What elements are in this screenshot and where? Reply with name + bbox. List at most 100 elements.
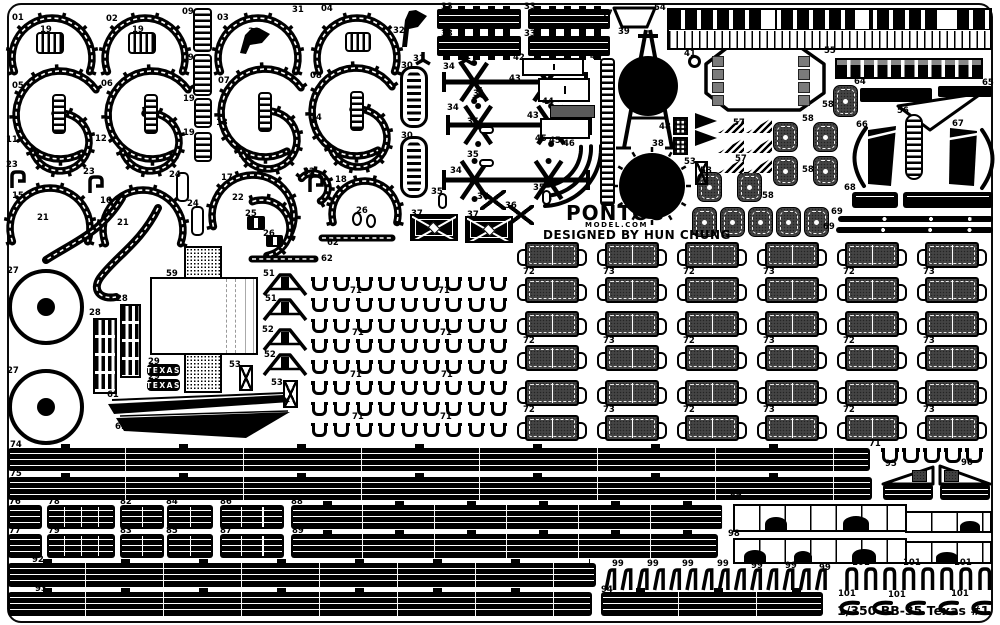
pe-part <box>5 240 11 246</box>
part-number-label: 43 <box>527 111 539 121</box>
grating-pad-58 <box>804 207 829 237</box>
part-number-label: 30 <box>401 61 413 71</box>
u-chock-71 <box>467 339 485 354</box>
vline <box>552 314 554 334</box>
clampslot <box>272 237 277 245</box>
vline <box>712 348 714 368</box>
raft-container-72-73 <box>517 311 587 337</box>
part-number-label: 76 <box>9 497 21 507</box>
part-number-label: 23 <box>83 167 95 177</box>
clamp <box>266 235 283 247</box>
part-number-label: 38 <box>652 139 664 149</box>
hbody <box>845 345 899 371</box>
vline <box>552 280 554 300</box>
part-number-label: 58 <box>822 100 834 110</box>
pe-part <box>219 88 225 94</box>
part-number-label: 85 <box>166 526 178 536</box>
part-number-label: 72 <box>843 405 855 415</box>
pe-part <box>281 357 289 369</box>
railing-block-h3 <box>8 534 42 558</box>
part-number-label: 79 <box>48 526 60 536</box>
vline <box>552 348 554 368</box>
u-chock-71 <box>423 297 440 312</box>
pe-part <box>618 56 678 116</box>
pe-part <box>206 203 211 208</box>
raft-container-72-73 <box>757 277 827 303</box>
pe-part <box>289 160 295 167</box>
pe-part <box>636 568 649 591</box>
pe-part <box>782 568 795 591</box>
hline <box>439 41 519 43</box>
part <box>291 534 718 558</box>
u-chock-71 <box>378 297 396 312</box>
braced-frame-53 <box>283 380 298 408</box>
part-number-label: 69 <box>831 207 843 217</box>
part-number-label: 35 <box>533 183 545 193</box>
padhole <box>843 98 848 104</box>
u-chock-71 <box>423 381 440 395</box>
u-chock-71 <box>490 277 508 291</box>
pe-part <box>119 410 289 417</box>
boat-rack-97-98 <box>733 504 907 532</box>
part-number-label: 07 <box>218 76 230 86</box>
u-chock-71 <box>467 277 485 291</box>
pe-part <box>631 151 637 158</box>
platform-pad <box>798 82 810 93</box>
u-chock-71 <box>378 381 396 395</box>
raft-container-72-73 <box>757 380 827 406</box>
part-number-label: 99 <box>717 559 729 569</box>
pe-part <box>299 47 305 52</box>
raft-container-72-73 <box>837 345 907 371</box>
pe-part <box>695 113 717 129</box>
pe-part <box>365 167 370 173</box>
pe-part <box>61 12 67 18</box>
hbody <box>925 415 979 441</box>
u-chock-71 <box>378 277 396 291</box>
paddash <box>723 210 742 234</box>
u-chock-71 <box>355 297 373 312</box>
c54bot <box>669 31 990 48</box>
platform-pad <box>798 56 810 67</box>
hbody <box>685 415 739 441</box>
pe-part <box>465 58 474 66</box>
part-number-label: 59 <box>166 269 178 279</box>
pe-part <box>82 24 88 31</box>
plate <box>540 118 590 139</box>
part-number-label: 73 <box>763 405 775 415</box>
hbody <box>605 380 659 406</box>
part-number-label: 72 <box>683 267 695 277</box>
u-chock-71 <box>400 360 418 375</box>
pe-part <box>266 193 271 199</box>
u-chock-71 <box>400 318 418 333</box>
pe-part <box>548 141 555 147</box>
part-number-label: 71 <box>440 412 452 422</box>
part-number-label: 23 <box>303 167 315 177</box>
pe-part <box>243 162 249 169</box>
vline <box>632 314 634 334</box>
u-chock-71 <box>311 360 328 375</box>
pe-part <box>680 201 687 207</box>
hline <box>907 196 989 198</box>
pe-part <box>184 70 190 76</box>
pe-part <box>104 17 186 72</box>
part-number-label: 52 <box>264 350 276 360</box>
pe-part <box>171 162 177 169</box>
pe-part <box>288 24 294 31</box>
railing-block-h3v2 <box>220 505 284 529</box>
hbody <box>525 380 579 406</box>
part-number-label: 71 <box>350 286 362 296</box>
vline <box>792 418 794 438</box>
vline <box>64 536 66 556</box>
part-number-label: 95 <box>885 459 897 469</box>
hbody <box>685 277 739 303</box>
part-number-label: 23 <box>6 160 18 170</box>
part-number-label: 26 <box>263 229 275 239</box>
hline <box>10 539 40 541</box>
part-number-label: 99 <box>612 559 624 569</box>
pe-part <box>667 151 673 158</box>
vline <box>792 245 794 265</box>
raft-container-72-73 <box>677 415 747 441</box>
black-bar-68 <box>903 192 993 208</box>
pe-part <box>275 169 280 175</box>
u-chock-71 <box>467 360 485 375</box>
